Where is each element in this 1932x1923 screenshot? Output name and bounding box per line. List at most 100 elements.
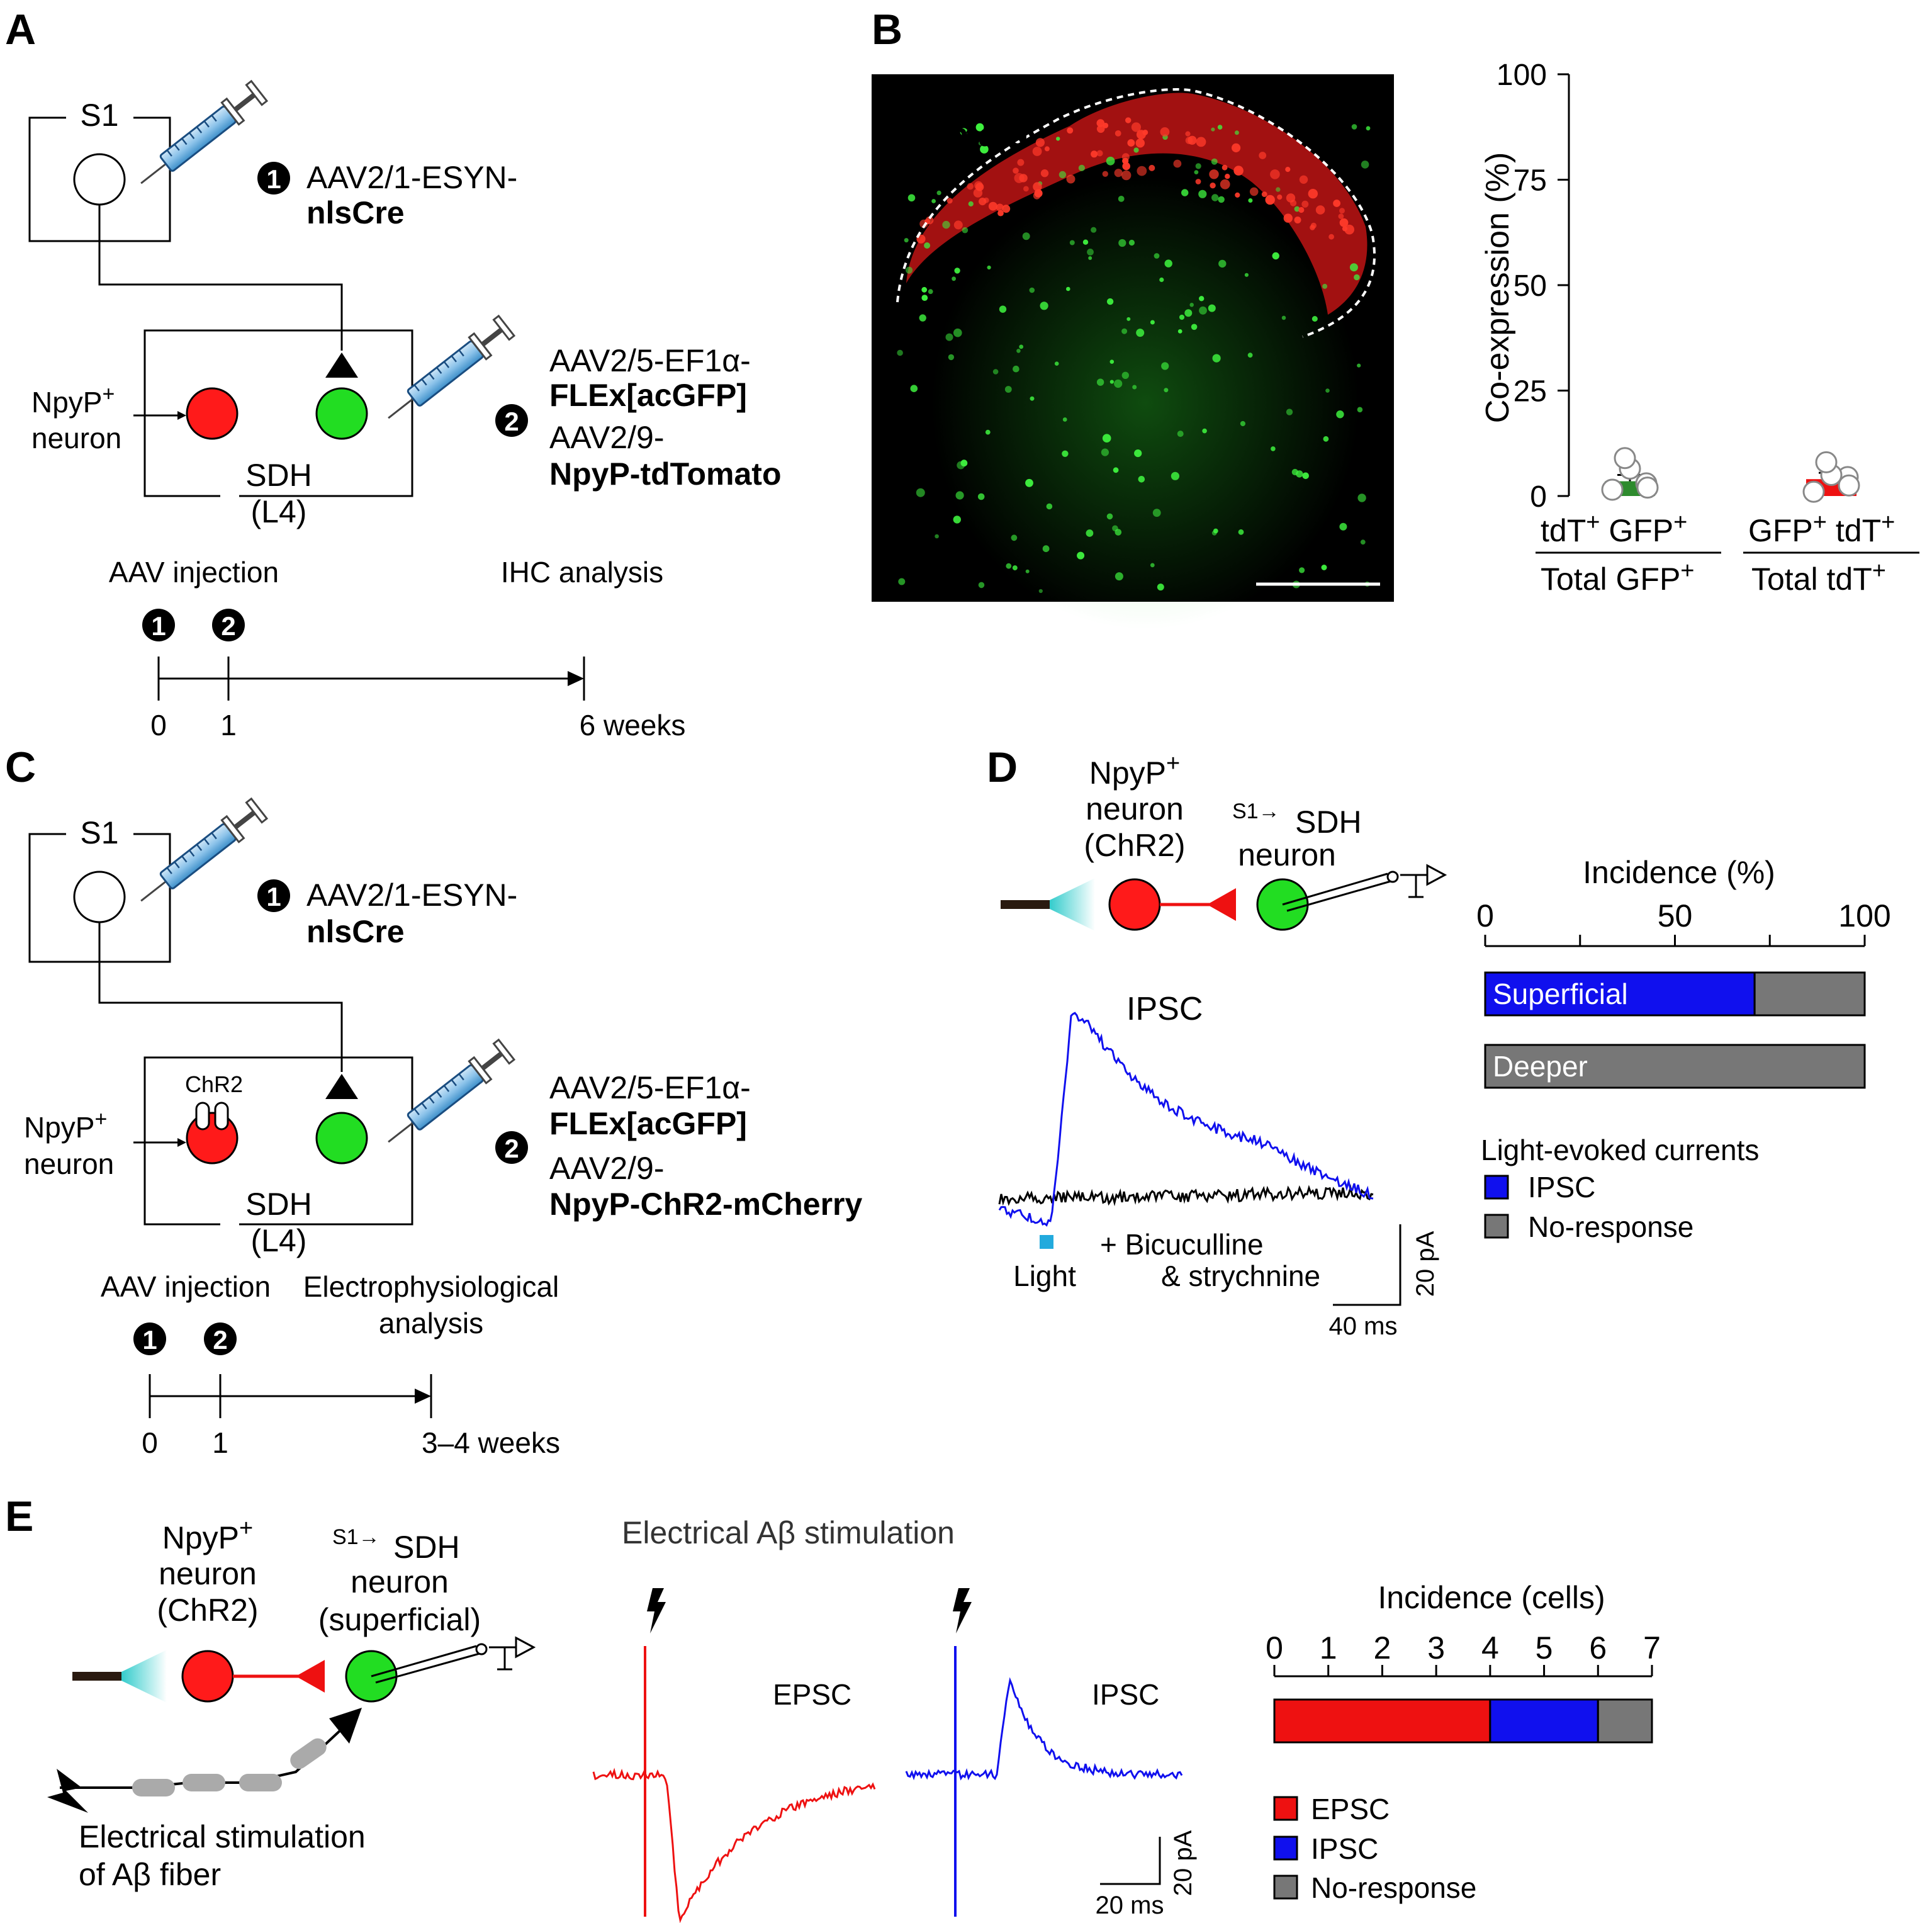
gfp-cell	[1115, 572, 1123, 581]
tdtomato-cell	[1096, 119, 1105, 127]
ipsc-trace-label: IPSC	[1092, 1678, 1159, 1711]
gfp-cell	[945, 333, 953, 341]
panel-a: A S1 1 AAV2/1-ESYN- nlsCre NpyP+ neuron …	[5, 6, 781, 742]
step2-number: 2	[504, 1134, 519, 1163]
tdtomato-cell	[1285, 167, 1291, 172]
sdh-sublabel: (L4)	[251, 494, 307, 529]
timeline-step1-badge	[142, 609, 175, 641]
tdtomato-cell	[1173, 159, 1182, 168]
gfp-cell	[1161, 362, 1169, 370]
legend-swatch-ipsc	[1484, 1175, 1509, 1200]
gfp-cell	[1046, 503, 1053, 510]
timeline-tick-label: 6 weeks	[580, 709, 686, 742]
tdtomato-cell	[1235, 192, 1240, 198]
gfp-cell	[897, 349, 903, 356]
gfp-cell	[1150, 563, 1155, 568]
lightning-bolt-icon	[953, 1588, 972, 1633]
tdtomato-cell	[1259, 152, 1267, 159]
x-tick-label: 6	[1589, 1630, 1607, 1666]
gfp-cell	[1054, 361, 1059, 366]
inhibitory-terminal-icon	[296, 1660, 325, 1693]
gfp-cell	[1354, 274, 1360, 281]
arrowhead-icon	[415, 1389, 431, 1404]
current-traces	[592, 1646, 1183, 1923]
gfp-cell	[1025, 478, 1033, 487]
tdtomato-cell	[1121, 153, 1130, 161]
gfp-cell	[1112, 525, 1118, 532]
timeline-tick-label: 1	[212, 1426, 228, 1459]
current-traces	[998, 1012, 1374, 1227]
gfp-cell	[1066, 286, 1070, 291]
cat2-denominator: Total tdT+	[1751, 558, 1886, 597]
arrowhead-icon	[177, 411, 186, 420]
gfp-cell	[1025, 569, 1030, 573]
gfp-cell	[1157, 584, 1164, 591]
timeline-tick-label: 3–4 weeks	[422, 1426, 560, 1459]
gfp-cell	[1132, 385, 1137, 390]
epsc-trace-label: EPSC	[773, 1678, 851, 1711]
tdtomato-cell	[1315, 205, 1325, 215]
light-pulse-marker	[1040, 1235, 1053, 1249]
npy-neuron	[181, 1650, 234, 1703]
inhibitory-terminal-icon	[1207, 888, 1236, 921]
gfp-cell	[1181, 189, 1189, 196]
ipsc-trace-label: IPSC	[1126, 991, 1203, 1027]
gfp-cell	[1339, 522, 1347, 531]
npy-label-sup: +	[94, 1107, 107, 1131]
arrowhead-icon	[568, 671, 584, 686]
tdtomato-cell	[1136, 130, 1146, 140]
drug-label-line1: + Bicuculline	[1100, 1228, 1264, 1261]
gfp-cell	[1102, 434, 1111, 443]
gfp-cell	[1198, 189, 1207, 198]
gfp-cell	[1247, 352, 1253, 358]
gfp-cell	[1062, 450, 1069, 457]
gfp-cell	[916, 488, 925, 497]
gfp-cell	[1042, 545, 1050, 553]
s1-label: S1	[80, 98, 118, 133]
panel-e-letter: E	[5, 1492, 33, 1540]
legend-label-ipsc: IPSC	[1311, 1832, 1378, 1865]
gfp-cell	[1357, 407, 1363, 413]
legend-label-ipsc: IPSC	[1528, 1171, 1595, 1204]
tdtomato-cell	[1096, 150, 1103, 157]
step2-badge	[495, 1131, 528, 1164]
chr2-channel-icon	[195, 1102, 229, 1131]
cat1-den-sup: +	[1680, 558, 1694, 584]
npy-neuron	[1108, 878, 1161, 931]
myelin-segment	[239, 1774, 282, 1791]
x-tick-label: 5	[1536, 1630, 1553, 1666]
step2-line2: FLEx[acGFP]	[549, 378, 747, 413]
x-tick-label: 0	[1266, 1630, 1283, 1666]
tdtomato-cell	[1339, 218, 1349, 227]
scale-y-label: 20 pA	[1169, 1830, 1197, 1896]
bars	[1273, 1698, 1653, 1744]
gfp-cell	[907, 194, 916, 202]
data-point	[1802, 480, 1825, 503]
timeline-right-label: IHC analysis	[501, 556, 663, 589]
tdtomato-cell	[1233, 166, 1244, 176]
tdtomato-cell	[1298, 206, 1305, 213]
cat2-den-main: Total tdT	[1751, 561, 1872, 597]
gfp-cell	[1138, 476, 1145, 483]
syringe-icon	[380, 1039, 515, 1153]
gfp-cell	[1059, 171, 1067, 179]
bar-segment	[1489, 1698, 1599, 1744]
gfp-cell	[1179, 314, 1185, 320]
gfp-cell	[1276, 187, 1281, 192]
tdtomato-cell	[1249, 187, 1259, 196]
tdtomato-cell	[1002, 205, 1011, 213]
step2-line2: FLEx[acGFP]	[549, 1106, 747, 1141]
gfp-cell	[1004, 386, 1012, 393]
panel-d: D NpyP+ neuron (ChR2) S1→ SDH neuron IPS…	[987, 743, 1891, 1340]
cat2-num-b-sup: +	[1881, 509, 1895, 536]
legend-title: Light-evoked currents	[1481, 1134, 1759, 1166]
tdtomato-cell	[1277, 195, 1283, 200]
x-tick-label: 2	[1374, 1630, 1391, 1666]
syringe-icon	[133, 80, 268, 194]
ipsc-trace	[998, 1012, 1374, 1227]
npy-neuron	[186, 1112, 239, 1165]
scale-bar	[1100, 1837, 1161, 1885]
gfp-cell	[1118, 239, 1126, 247]
